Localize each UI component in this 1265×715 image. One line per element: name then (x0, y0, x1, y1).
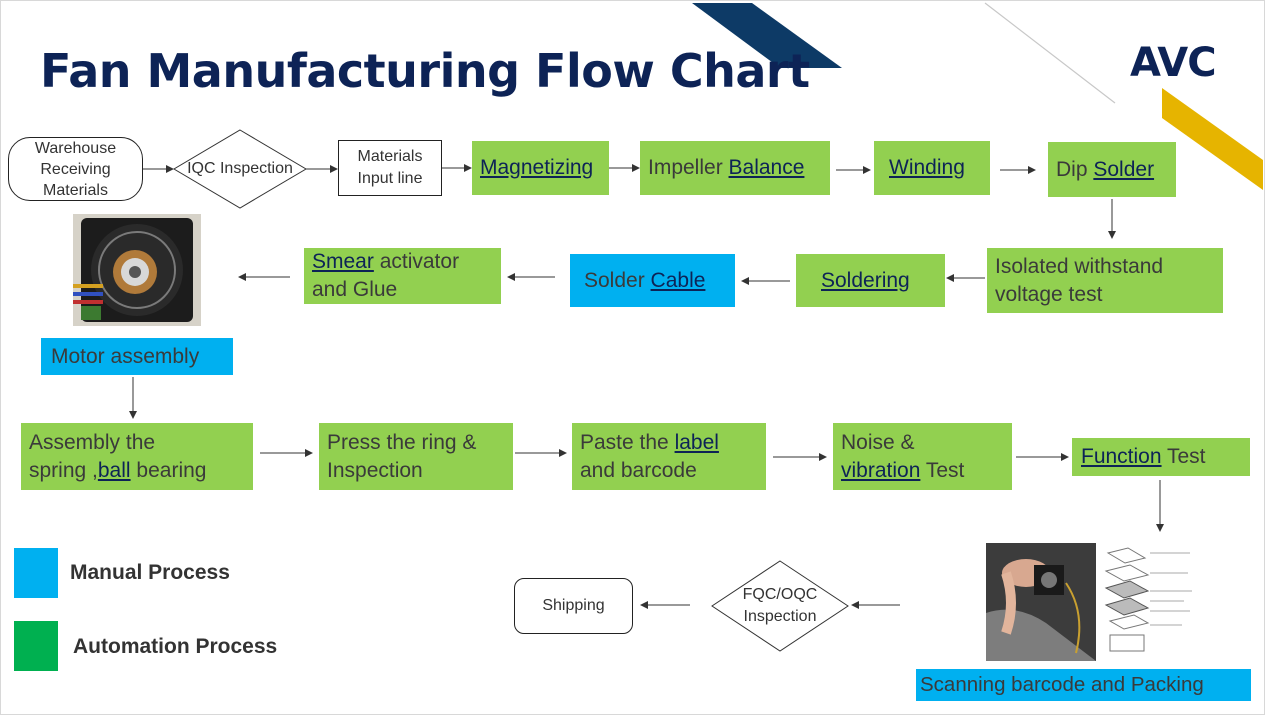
magnetizing-link[interactable]: Magnetizing (480, 156, 594, 179)
node-text: Motor assembly (51, 344, 200, 368)
diamond-iqc (173, 129, 307, 209)
node-text: FQC/OQC (742, 586, 818, 603)
node-fqc-oqc-inspection: FQC/OQC Inspection (722, 584, 838, 628)
node-text: Inspection (743, 608, 817, 625)
node-isolated-withstand-voltage-test: Isolated withstand voltage test (987, 248, 1223, 313)
node-text: and barcode (580, 458, 697, 482)
function-link[interactable]: Function (1081, 445, 1162, 468)
gold-stripe (1162, 88, 1263, 190)
node-text: activator (373, 250, 460, 273)
node-text: Receiving (40, 160, 111, 178)
node-text: Solder (584, 268, 651, 292)
node-text: Scanning barcode and Packing (920, 673, 1204, 696)
node-press-ring-inspection: Press the ring & Inspection (319, 423, 513, 490)
node-text: Input line (357, 170, 423, 187)
node-text: Test (1161, 445, 1206, 468)
legend-manual-label: Manual Process (70, 561, 230, 584)
fan-motor-image (73, 214, 201, 326)
node-smear-activator-glue: Smear activator and Glue (304, 248, 501, 304)
node-text: Materials (43, 181, 108, 199)
node-assembly-spring-ball-bearing: Assembly the spring ,ball bearing (21, 423, 253, 490)
node-text: Paste the (580, 430, 675, 454)
node-text: Warehouse (34, 139, 117, 157)
node-motor-assembly: Motor assembly (41, 338, 233, 375)
diamond-fqc (711, 560, 849, 652)
node-text: voltage test (995, 282, 1103, 306)
node-warehouse-receiving: Warehouse Receiving Materials (8, 137, 143, 201)
node-shipping: Shipping (514, 578, 633, 634)
node-magnetizing: Magnetizing (472, 141, 609, 195)
node-function-test: Function Test (1072, 438, 1250, 476)
node-noise-vibration-test: Noise & vibration Test (833, 423, 1012, 490)
label-link[interactable]: label (674, 430, 719, 454)
scanning-photo (986, 543, 1096, 661)
thin-diagonal-line (984, 2, 1116, 104)
packing-box-diagram (1102, 543, 1195, 661)
node-text: Dip (1056, 157, 1094, 181)
node-text: Inspection (327, 458, 423, 482)
node-text: Impeller (648, 156, 729, 179)
node-dip-solder: Dip Solder (1048, 142, 1176, 197)
node-impeller-balance: Impeller Balance (640, 141, 830, 195)
page-title: Fan Manufacturing Flow Chart (40, 44, 810, 98)
node-materials-input-line: Materials Input line (338, 140, 442, 196)
node-text: Materials (357, 148, 423, 165)
avc-logo: AVC (1130, 40, 1217, 86)
ball-link[interactable]: ball (97, 458, 131, 482)
cable-link[interactable]: Cable (650, 268, 706, 292)
node-winding: Winding (874, 141, 990, 195)
winding-link[interactable]: Winding (889, 156, 965, 179)
node-iqc-inspection: IQC Inspection (187, 160, 293, 177)
node-text: and Glue (312, 278, 398, 301)
smear-link[interactable]: Smear (312, 250, 374, 273)
node-text: Assembly the (29, 430, 156, 454)
node-paste-label-barcode: Paste the label and barcode (572, 423, 766, 490)
node-text: bearing (130, 458, 207, 482)
motor-photo (73, 214, 201, 326)
balance-link[interactable]: Balance (728, 156, 805, 179)
soldering-link[interactable]: Soldering (821, 268, 910, 292)
node-text: Noise & (841, 430, 915, 454)
node-text: Test (920, 458, 965, 482)
solder-link[interactable]: Solder (1093, 157, 1155, 181)
navy-stripe (692, 3, 842, 68)
legend-manual-swatch (14, 548, 58, 598)
node-soldering: Soldering (796, 254, 945, 307)
node-text: Press the ring & (327, 430, 477, 454)
node-scanning-barcode-packing: Scanning barcode and Packing (916, 669, 1251, 701)
legend-automation-swatch (14, 621, 58, 671)
node-text: Isolated withstand (995, 254, 1164, 278)
packing-diagram (1100, 543, 1195, 661)
vibration-link[interactable]: vibration (841, 458, 921, 482)
node-text: spring , (29, 458, 98, 482)
legend-automation-label: Automation Process (73, 635, 278, 658)
node-solder-cable: Solder Cable (570, 254, 735, 307)
hand-scanning-image (986, 543, 1096, 661)
node-text: Shipping (542, 597, 605, 614)
